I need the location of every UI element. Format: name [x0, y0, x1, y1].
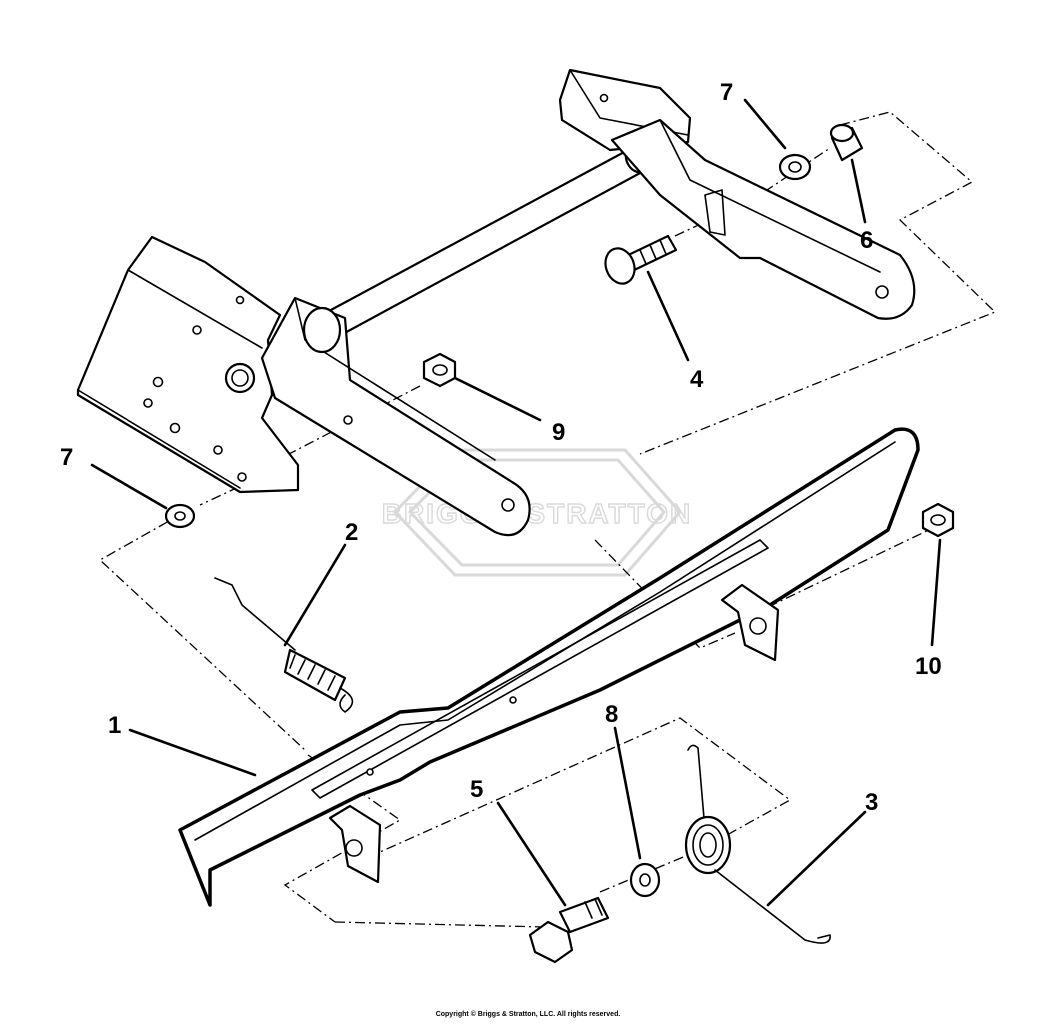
support-bar-1	[178, 427, 920, 907]
torsion-spring-3	[684, 744, 831, 944]
callout-labels: 7 6 4 9 7 2 10 1 8 5 3	[60, 79, 942, 816]
callout-2: 2	[345, 519, 358, 546]
nut-9	[422, 352, 457, 388]
callout-5: 5	[470, 776, 483, 803]
leader-lines	[90, 98, 942, 907]
washer-7-upper	[778, 153, 812, 181]
callout-9: 9	[552, 419, 565, 446]
left-lift-arm	[260, 296, 531, 537]
callout-8: 8	[605, 701, 618, 728]
callout-6: 6	[860, 227, 873, 254]
washer-7-lower	[164, 503, 196, 529]
callout-7-lower: 7	[60, 444, 73, 471]
extension-spring-2	[214, 577, 354, 713]
carriage-bolt-4	[604, 234, 678, 285]
callout-3: 3	[865, 789, 878, 816]
callout-1: 1	[108, 712, 121, 739]
nut-10	[921, 502, 955, 538]
copyright-notice: Copyright © Briggs & Stratton, LLC. All …	[435, 1011, 621, 1018]
spacer-6	[829, 123, 864, 162]
shoulder-bolt-5	[528, 896, 610, 964]
callout-10: 10	[915, 653, 942, 680]
callout-4: 4	[690, 366, 704, 393]
watermark-text: BRIGGS&STRATTON	[382, 498, 693, 529]
callout-7-upper: 7	[720, 79, 733, 106]
washer-8	[629, 862, 661, 898]
left-mounting-bracket	[76, 235, 300, 494]
right-lift-arm-assembly	[558, 68, 916, 320]
cross-shaft	[314, 146, 648, 344]
